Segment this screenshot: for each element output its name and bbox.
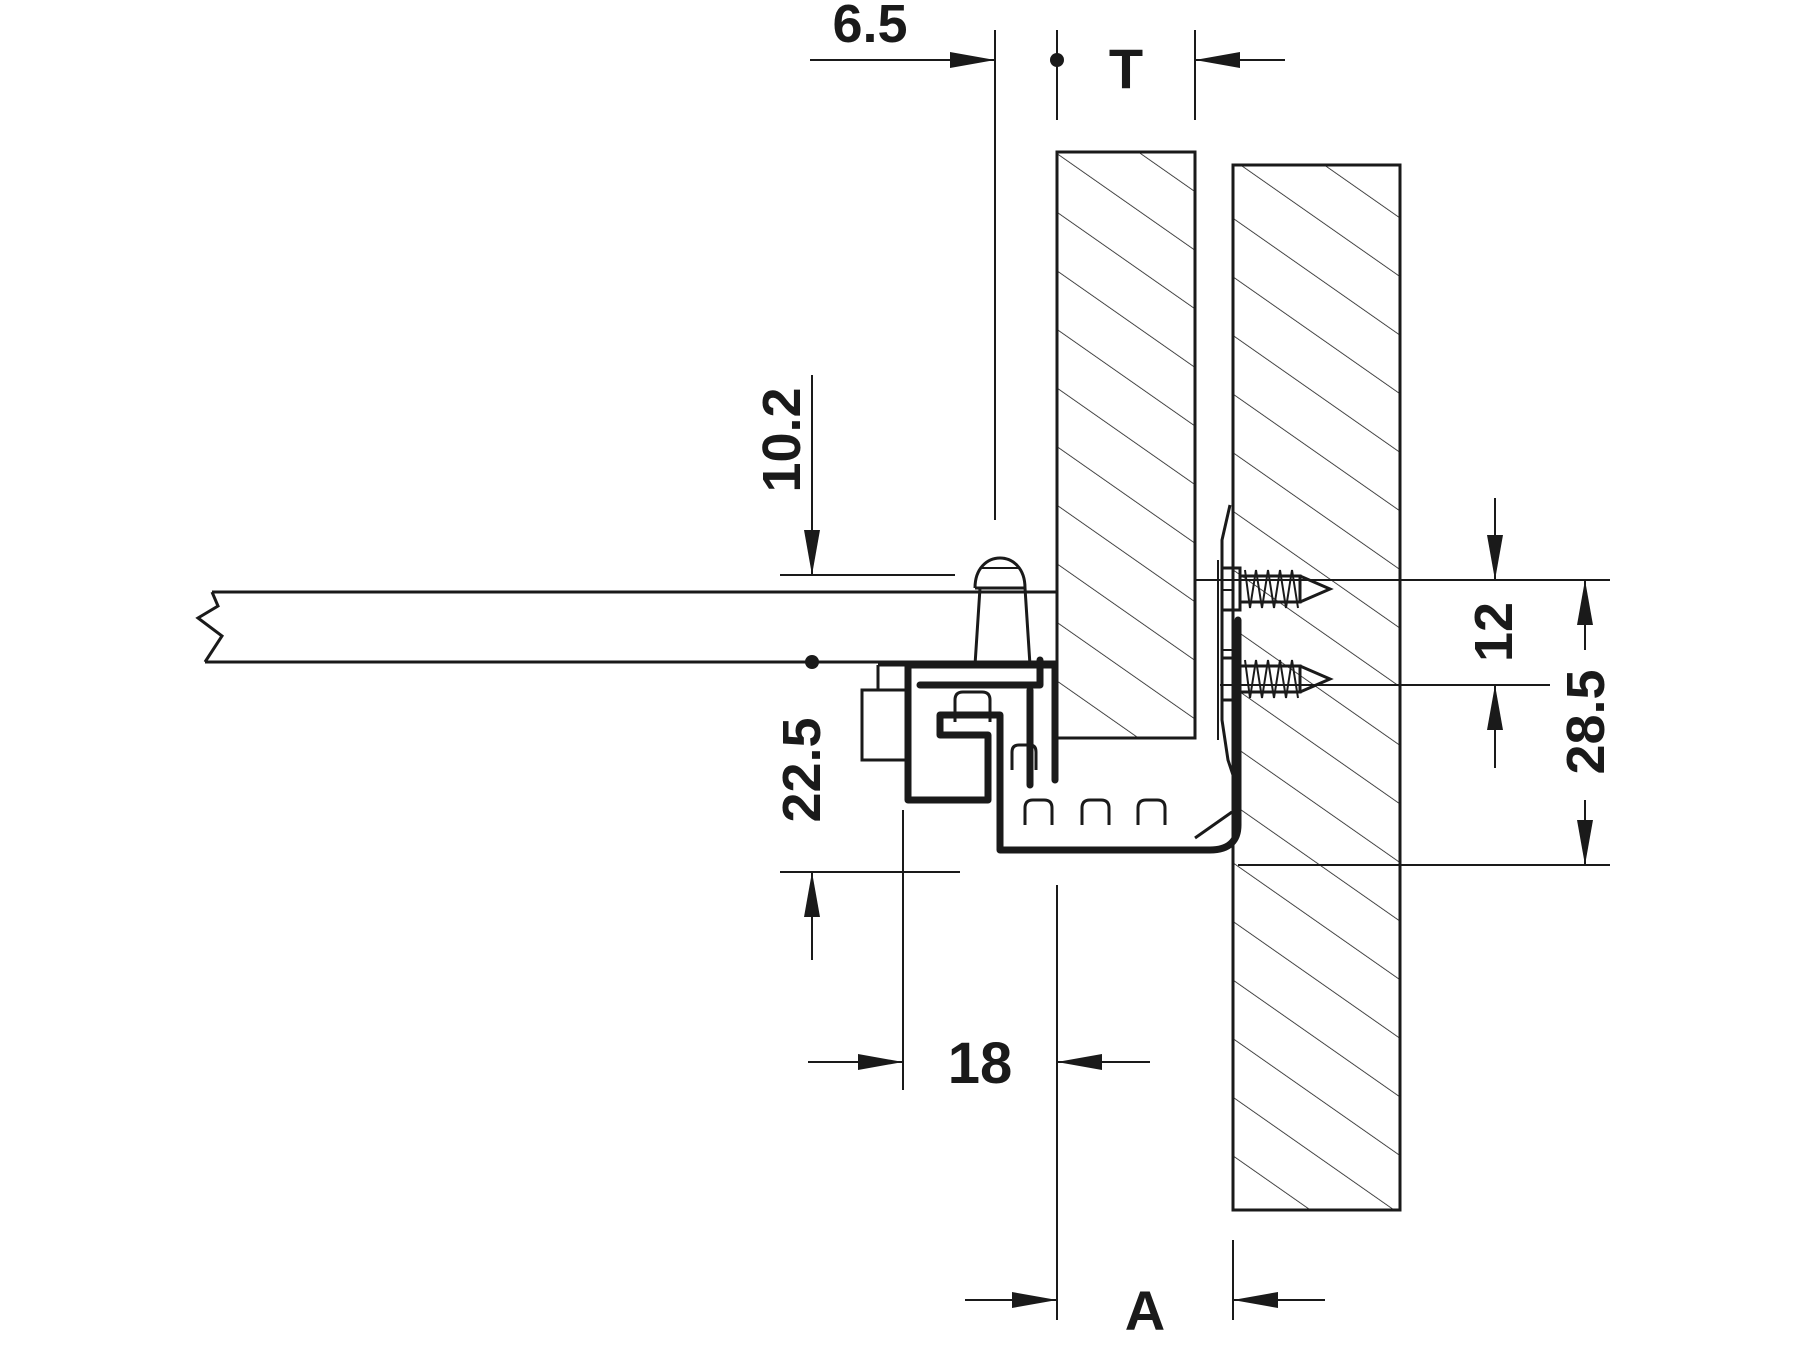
dimension-10-2: 10.2 xyxy=(752,375,955,576)
mounting-screws xyxy=(1222,566,1334,702)
drawer-bottom-panel xyxy=(195,590,1057,664)
drawer-side-panel xyxy=(1055,150,1197,740)
dimension-18: 18 xyxy=(808,810,1150,1320)
dimension-label-22-5: 22.5 xyxy=(772,717,832,822)
dimension-12: 12 xyxy=(1195,498,1610,768)
cabinet-side-panel xyxy=(1231,163,1402,1212)
locating-pin xyxy=(973,556,1032,667)
dimension-t: T xyxy=(1050,30,1285,120)
dimension-28-5: 28.5 xyxy=(1238,580,1616,866)
dimension-label-28-5: 28.5 xyxy=(1556,669,1616,774)
dimension-a: A xyxy=(965,1240,1325,1342)
dimension-label-a: A xyxy=(1125,1279,1165,1342)
screw-lower xyxy=(1222,656,1334,702)
dimension-22-5: 22.5 xyxy=(772,655,960,960)
dimension-label-12: 12 xyxy=(1464,602,1524,662)
dimension-label-6-5: 6.5 xyxy=(832,0,907,54)
dimension-label-18: 18 xyxy=(948,1031,1013,1096)
runner-profile xyxy=(904,616,1242,854)
dimension-label-10-2: 10.2 xyxy=(752,387,812,492)
mounting-bracket xyxy=(1217,504,1240,791)
runner-front-clip xyxy=(860,663,909,762)
dimension-6-5: 6.5 xyxy=(810,0,996,520)
dimension-label-t: T xyxy=(1109,37,1143,100)
